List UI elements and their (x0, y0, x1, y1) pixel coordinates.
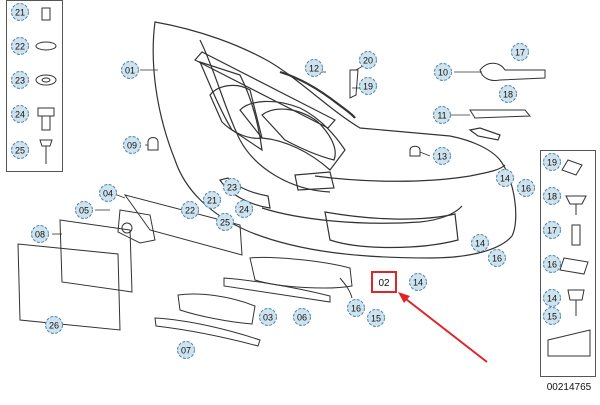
left-panel-item-21-bubble (11, 3, 29, 21)
reference-code: 00214765 (546, 382, 592, 393)
callout-c03-bubble (259, 308, 277, 326)
left-panel-fasteners (35, 7, 57, 164)
callout-c05-bubble (75, 201, 93, 219)
callout-c17-label: 17 (515, 48, 525, 58)
callout-c14b-bubble (471, 234, 489, 252)
callout-c10-bubble (434, 63, 452, 81)
callout-c16a-label: 16 (521, 184, 531, 194)
callout-c08-bubble (31, 225, 49, 243)
right-panel-item-19-label: 19 (547, 158, 557, 168)
left-panel-item-21-label: 21 (15, 8, 25, 18)
callout-c23-label: 23 (227, 183, 237, 193)
callout-c22-label: 22 (185, 206, 195, 216)
callout-c14a-label: 14 (500, 174, 510, 184)
callout-c09-bubble (123, 136, 141, 154)
callout-c01-label: 01 (125, 66, 135, 76)
callout-c11-label: 11 (437, 111, 446, 121)
right-panel-item-15-bubble (543, 307, 561, 325)
callout-c14b-label: 14 (475, 239, 485, 249)
callout-c14c-label: 14 (413, 278, 423, 288)
left-panel-item-22-label: 22 (15, 42, 25, 52)
callout-c26-bubble (45, 316, 63, 334)
callout-c16b-label: 16 (492, 254, 502, 264)
callout-c19-bubble (359, 77, 377, 95)
right-panel-item-16-label: 16 (547, 260, 557, 270)
callout-c21-label: 21 (207, 196, 217, 206)
right-panel-item-17-label: 17 (547, 226, 557, 236)
highlight-arrow-head (398, 292, 410, 303)
callout-c25-label: 25 (220, 218, 230, 228)
highlight-label: 02 (378, 278, 390, 289)
callout-c07-label: 07 (181, 346, 191, 356)
left-panel-item-24-bubble (11, 105, 29, 123)
callout-c04-bubble (99, 184, 117, 202)
callout-c16c-label: 16 (351, 304, 361, 314)
callout-c11-bubble (433, 106, 451, 124)
callout-c24-label: 24 (239, 205, 249, 215)
callout-c20-label: 20 (363, 56, 373, 66)
left-panel-item-23-bubble (11, 71, 29, 89)
callout-c13-label: 13 (437, 152, 447, 162)
right-panel-item-14-label: 14 (547, 294, 557, 304)
callout-c06-label: 06 (297, 313, 307, 323)
callout-c13-bubble (433, 147, 451, 165)
callout-c12-bubble (305, 59, 323, 77)
right-panel-item-19-bubble (543, 153, 561, 171)
callout-group: 01 03 04 05 06 07 08 09 10 11 12 13 14 14 14 15 16 16 16 17… (11, 3, 561, 359)
callout-c26-label: 26 (49, 321, 59, 331)
left-panel-item-23-label: 23 (15, 76, 25, 86)
callout-c14c-bubble (409, 273, 427, 291)
left-panel-item-24-label: 24 (15, 110, 25, 120)
callout-c17-bubble (511, 43, 529, 61)
leader-lines (52, 62, 482, 235)
left-panel-item-22-bubble (11, 37, 29, 55)
callout-c23-bubble (223, 178, 241, 196)
callout-c16a-bubble (517, 179, 535, 197)
callout-c08-label: 08 (35, 230, 45, 240)
callout-c18-bubble (499, 85, 517, 103)
callout-c21-bubble (203, 191, 221, 209)
right-panel-item-17-bubble (543, 221, 561, 239)
callout-c05-label: 05 (79, 206, 89, 216)
right-panel-item-18-label: 18 (547, 192, 557, 202)
right-panel-item-18-bubble (543, 187, 561, 205)
callout-c10-label: 10 (438, 68, 448, 78)
callout-c06-bubble (293, 308, 311, 326)
callout-c18-label: 18 (503, 90, 513, 100)
callout-c14a-bubble (496, 169, 514, 187)
highlight-box (371, 271, 397, 293)
callout-c15-label: 15 (371, 314, 381, 324)
right-panel-item-16-bubble (543, 255, 561, 273)
left-panel-item-25-bubble (11, 141, 29, 159)
callout-c16b-bubble (488, 249, 506, 267)
left-panel-item-25-label: 25 (15, 146, 25, 156)
callout-c16c-bubble (347, 299, 365, 317)
part-drawings (17, 62, 546, 347)
bumper-cover-drawing (152, 21, 517, 259)
callout-c19-label: 19 (363, 82, 373, 92)
callout-c07-bubble (177, 341, 195, 359)
callout-c09-label: 09 (127, 141, 137, 151)
callout-c22-bubble (181, 201, 199, 219)
callout-c15-bubble (367, 309, 385, 327)
highlight-arrow-line (401, 295, 488, 363)
right-panel-fasteners (547, 159, 591, 357)
callout-c01-bubble (121, 61, 139, 79)
right-panel-item-14-bubble (543, 289, 561, 307)
callout-c03-label: 03 (263, 313, 273, 323)
callout-c20-bubble (359, 51, 377, 69)
callout-c24-bubble (235, 200, 253, 218)
callout-c25-bubble (216, 213, 234, 231)
callout-c04-label: 04 (103, 189, 113, 199)
callout-c12-label: 12 (309, 64, 319, 74)
right-panel-item-15-label: 15 (547, 312, 557, 322)
